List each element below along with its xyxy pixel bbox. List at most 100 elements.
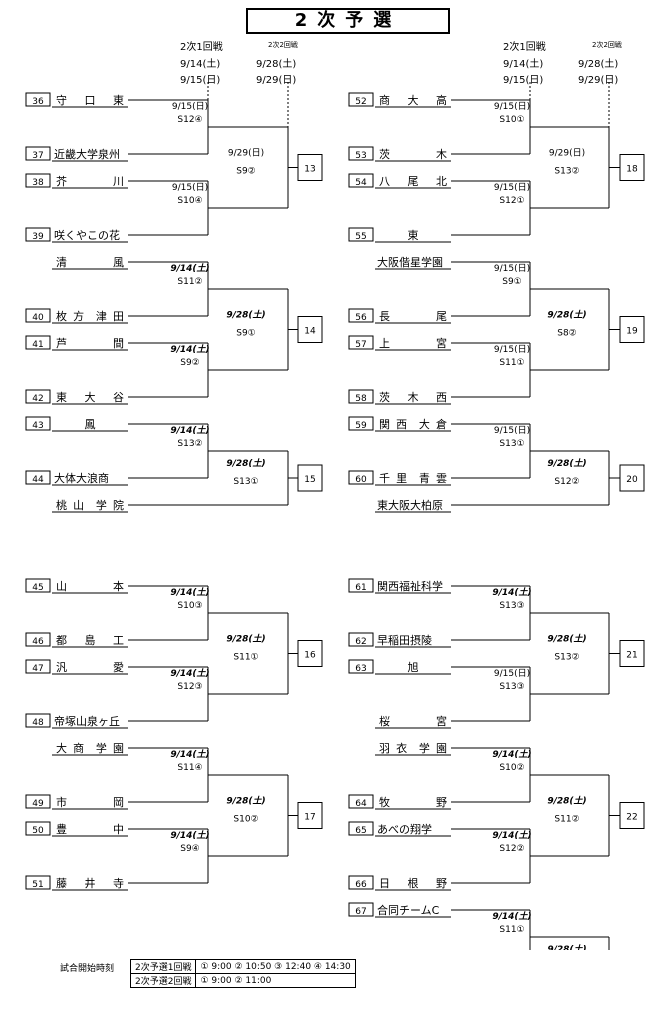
left-r1-date2: 9/15(日) [180,75,221,86]
match-venue: S13② [177,439,202,449]
final-slot-number: 18 [626,165,638,175]
team-name-char: 宮 [436,714,447,728]
final-slot-number: 16 [304,651,316,661]
team-name-char: 都 [56,634,67,647]
round2-venue: S11② [554,815,579,825]
team-name-char: 津 [96,310,107,323]
team-name-char: 青 [419,472,430,485]
match-venue: S12③ [177,682,202,692]
team-number-box [25,227,51,242]
team-name-char: 尾 [408,175,419,188]
team-number: 51 [32,880,43,890]
team-name-char: 市 [56,795,67,809]
match-date: 9/14(土) [492,830,531,841]
team-name: 大阪偕星学園 [377,255,443,269]
team-number: 41 [32,340,43,350]
match-date: 9/14(土) [170,344,209,355]
team-number: 43 [32,421,43,431]
team-number-box [25,632,51,647]
page-title: 2次予選 [246,8,450,34]
team-name: 鳳 [85,418,96,431]
final-slot-number: 14 [304,327,316,337]
match-venue: S11④ [177,763,202,773]
right-r2-label: 2次2回戦 [592,41,622,49]
team-name-char: 木 [436,148,447,161]
team-name-char: 岡 [113,796,124,809]
team-name-char: 千 [379,472,390,485]
team-name: 東大阪大柏原 [377,498,443,512]
team-name: 関西福祉科学 [377,579,443,593]
round2-date: 9/28(土) [547,458,586,469]
team-name: 近畿大学泉州 [54,147,120,161]
match-date: 9/15(日) [494,263,530,274]
team-name-char: 学 [419,741,430,755]
round-times: ① 9:00 ② 11:00 [195,973,356,988]
match-venue: S10② [499,763,524,773]
team-name-char: 清 [56,256,67,269]
final-slot-box [619,154,645,181]
match-date: 9/15(日) [494,101,530,112]
team-number: 53 [355,151,366,161]
round2-date: 9/28(土) [226,458,265,469]
team-number-box [25,308,51,323]
team-name-char: 八 [379,175,390,188]
team-name: 東 [408,229,419,242]
team-number: 57 [355,340,366,350]
team-number-box [348,578,374,593]
team-name-char: 藤 [56,877,67,890]
final-slot-number: 20 [626,475,638,485]
team-name-char: 北 [436,175,447,188]
team-number-box [25,173,51,188]
team-number-box [25,578,51,593]
team-number: 46 [32,637,44,647]
final-slot-number: 19 [626,327,638,337]
team-number-box [25,875,51,890]
match-date: 9/14(土) [170,749,209,760]
match-venue: S13① [499,439,524,449]
team-number-box [25,92,51,107]
team-number: 47 [32,664,43,674]
team-name: 旭 [408,660,419,674]
team-number-box [25,416,51,431]
team-number-box [348,335,374,350]
team-name-char: 野 [436,796,447,809]
round2-venue: S10② [233,815,258,825]
final-slot-box [619,640,645,667]
match-venue: S12④ [177,115,202,125]
team-name-char: 学 [96,741,107,755]
team-name-char: 尾 [436,310,447,323]
team-name-char: 島 [85,633,96,647]
team-name-char: 山 [56,580,67,593]
team-name-char: 院 [113,498,124,512]
team-number: 40 [32,313,44,323]
team-number-box [25,146,51,161]
team-number: 49 [32,799,44,809]
team-number: 52 [355,97,366,107]
match-date: 9/15(日) [172,101,208,112]
team-number-box [348,470,374,485]
team-number-box [25,470,51,485]
match-date: 9/15(日) [494,668,530,679]
team-name-char: 上 [379,337,390,350]
round2-date: 9/28(土) [547,944,586,950]
team-number: 48 [32,718,44,728]
round2-venue: S13① [233,477,258,487]
right-r1-label: 2次1回戦 [503,42,546,53]
final-slot-box [619,316,645,343]
table-row: 2次予選2回戦 ① 9:00 ② 11:00 [129,973,356,988]
final-slot-box [297,802,323,829]
round2-date: 9/28(土) [226,796,265,807]
team-name-char: 桜 [379,714,390,728]
team-name-char: 枚 [56,309,67,323]
team-number: 36 [32,97,44,107]
team-number: 38 [32,178,44,188]
team-name-char: 間 [113,337,124,350]
team-name-char: 桃 [56,498,67,512]
team-number-box [25,389,51,404]
team-name-char: 守 [56,93,67,107]
team-name-char: 田 [113,310,124,323]
team-number: 67 [355,907,366,917]
match-venue: S9② [180,358,200,368]
match-venue: S11② [177,277,202,287]
left-r1-label: 2次1回戦 [180,42,223,53]
